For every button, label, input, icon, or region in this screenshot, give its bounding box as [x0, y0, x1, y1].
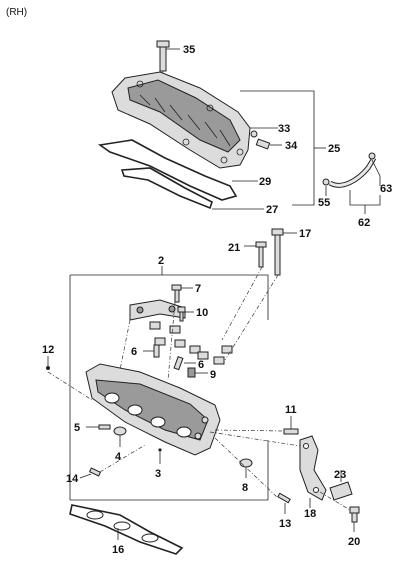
plate-23[interactable] — [329, 481, 353, 501]
callout-34: 34 — [285, 140, 298, 152]
marker-12[interactable] — [46, 366, 50, 370]
camshaft-bracket[interactable] — [129, 299, 186, 321]
dowel-pin-6b[interactable] — [173, 356, 184, 371]
callout-6a: 6 — [131, 346, 137, 358]
callout-13: 13 — [279, 518, 291, 530]
callout-10: 10 — [196, 307, 208, 319]
head-gasket-16[interactable] — [69, 504, 184, 555]
callout-23: 23 — [334, 469, 346, 481]
dowel-pin-6a[interactable] — [153, 344, 160, 358]
view-label: (RH) — [6, 7, 28, 18]
cylinder-head[interactable] — [85, 363, 221, 456]
clamp-63[interactable] — [368, 152, 376, 160]
callout-27: 27 — [266, 204, 278, 216]
bolt-13[interactable] — [277, 492, 291, 504]
cylinder-head-assembly-frame — [69, 266, 269, 501]
callout-3: 3 — [155, 468, 161, 480]
gasket-29[interactable] — [97, 139, 238, 201]
callout-8: 8 — [242, 482, 248, 494]
callout-35: 35 — [183, 44, 195, 56]
part-33-grommet[interactable] — [250, 130, 258, 138]
callout-5: 5 — [74, 422, 80, 434]
callout-14: 14 — [66, 473, 79, 485]
cylinder-head-cover[interactable] — [111, 71, 251, 169]
pin-5[interactable] — [98, 424, 111, 430]
callout-9: 9 — [210, 369, 216, 381]
callout-63: 63 — [380, 183, 392, 195]
assembly-guide-lines — [47, 266, 351, 511]
bolt-10[interactable] — [177, 306, 186, 322]
bolt-20[interactable] — [349, 506, 360, 523]
dowel-3[interactable] — [158, 448, 162, 452]
callout-12: 12 — [42, 344, 54, 356]
callout-2: 2 — [158, 255, 164, 267]
callout-17: 17 — [299, 228, 311, 240]
seal-4[interactable] — [113, 426, 127, 436]
spring-9[interactable] — [187, 367, 196, 378]
bolt-17[interactable] — [271, 228, 284, 276]
callout-16: 16 — [112, 544, 124, 556]
clamp-55[interactable] — [322, 178, 330, 186]
callout-29: 29 — [259, 176, 271, 188]
callout-62: 62 — [358, 217, 370, 229]
callout-6b: 6 — [198, 359, 204, 371]
callout-55: 55 — [318, 197, 330, 209]
callout-18: 18 — [304, 508, 316, 520]
bolt-21[interactable] — [255, 241, 267, 268]
gasket-27[interactable] — [120, 167, 213, 210]
callout-25: 25 — [328, 143, 340, 155]
breather-hose-62[interactable] — [328, 156, 377, 188]
stud-14[interactable] — [88, 467, 102, 477]
callout-33: 33 — [278, 123, 290, 135]
pin-11[interactable] — [283, 428, 299, 435]
callout-4: 4 — [115, 451, 122, 463]
camshaft-bearing-caps[interactable] — [149, 321, 233, 365]
bolt-35[interactable] — [156, 40, 170, 72]
bracket-18[interactable] — [299, 435, 327, 501]
plug-8[interactable] — [239, 458, 253, 468]
callout-20: 20 — [348, 536, 360, 548]
callout-11: 11 — [285, 404, 297, 416]
bolt-7[interactable] — [171, 284, 182, 303]
callout-7: 7 — [195, 283, 201, 295]
callout-21: 21 — [228, 242, 240, 254]
part-34-pcv-valve[interactable] — [255, 138, 271, 150]
